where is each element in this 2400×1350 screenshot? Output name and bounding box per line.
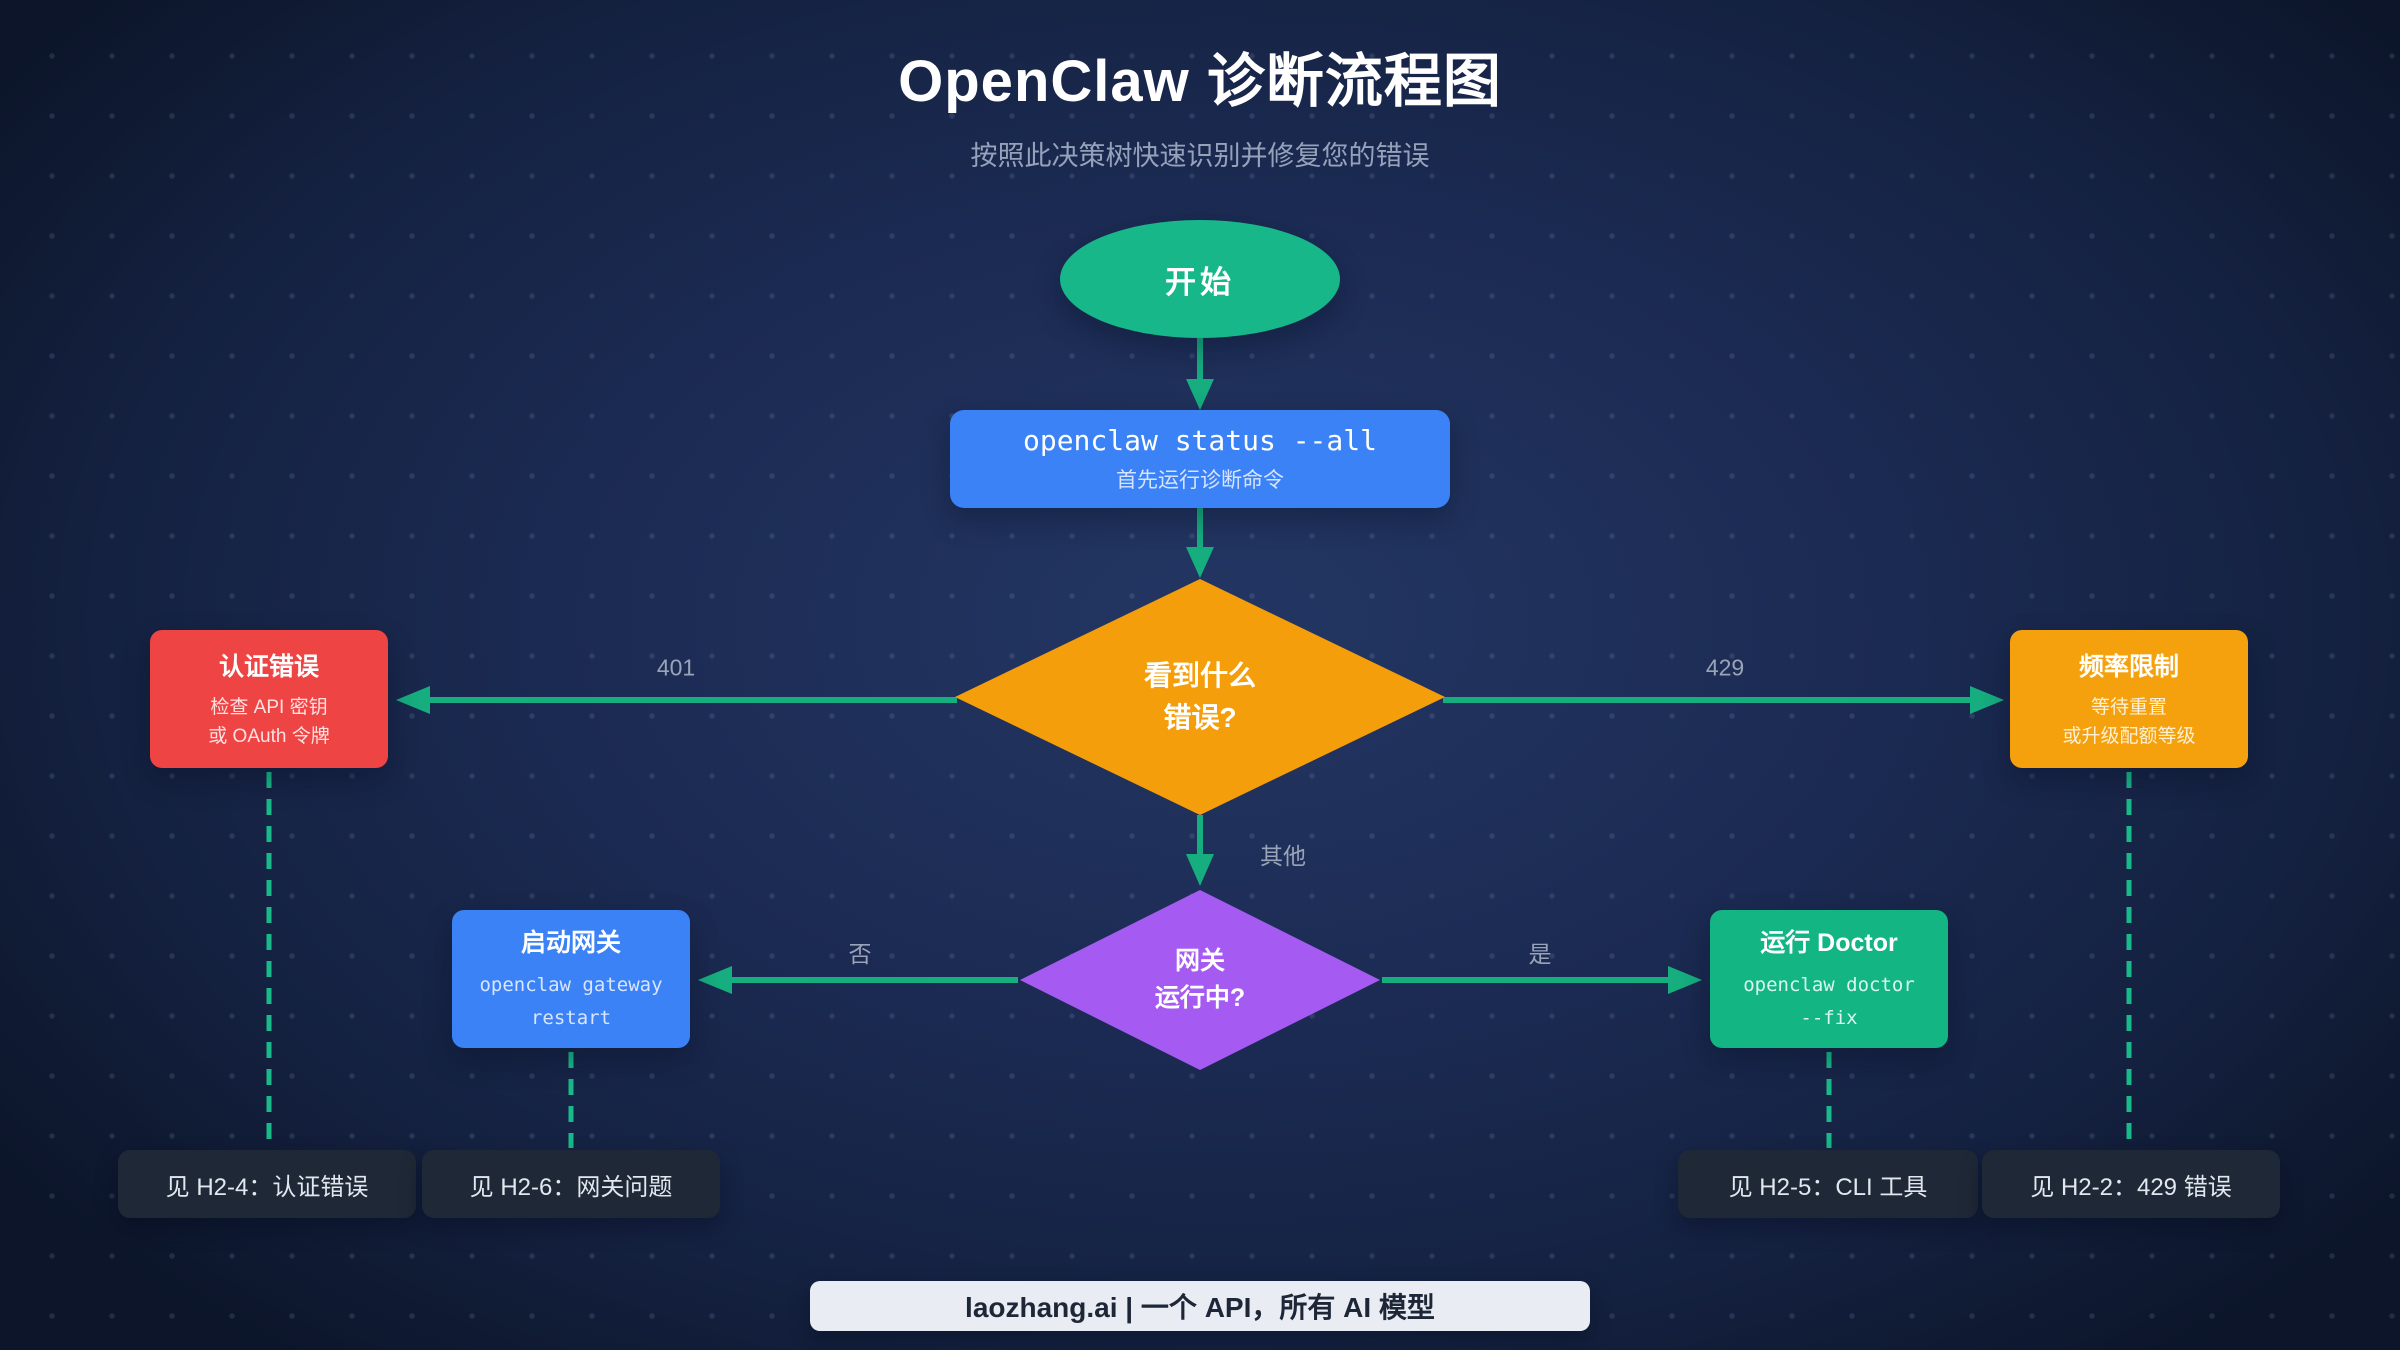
run-doctor-title: 运行 Doctor: [1760, 928, 1898, 957]
reference-cli-tools[interactable]: 见 H2-5：CLI 工具: [1678, 1150, 1978, 1218]
start-gateway-title: 启动网关: [520, 928, 621, 957]
edge-label-yes: 是: [1528, 941, 1552, 967]
reference-gateway-issues-label: 见 H2-6：网关问题: [469, 1173, 673, 1201]
edge-label-other: 其他: [1260, 843, 1306, 869]
auth-error-detail: 检查 API 密钥 或 OAuth 令牌: [208, 696, 330, 747]
gateway-decision-line2: 运行中?: [1154, 984, 1246, 1012]
start-gateway-command: openclaw gateway restart: [479, 973, 663, 1029]
reference-429-errors-label: 见 H2-2：429 错误: [2030, 1173, 2232, 1201]
edge-label-no: 否: [848, 941, 872, 967]
node-start: 开始: [1060, 220, 1340, 338]
gateway-decision-line1: 网关: [1174, 946, 1225, 975]
edge-other-to-gateway-decision: [1186, 815, 1214, 886]
node-status-command: openclaw status --all 首先运行诊断命令: [950, 410, 1450, 508]
edge-no-to-start-gateway: [698, 966, 1018, 994]
error-decision-line2: 错误?: [1163, 702, 1237, 733]
reference-cli-tools-label: 见 H2-5：CLI 工具: [1728, 1173, 1928, 1201]
reference-gateway-issues[interactable]: 见 H2-6：网关问题: [422, 1150, 720, 1218]
node-auth-error: 认证错误 检查 API 密钥 或 OAuth 令牌: [150, 630, 388, 768]
edge-start-to-status: [1186, 338, 1214, 410]
status-command-text: openclaw status --all: [1022, 424, 1377, 457]
rate-limit-title: 频率限制: [2078, 652, 2179, 681]
status-command-caption: 首先运行诊断命令: [1116, 469, 1284, 492]
reference-auth-errors-label: 见 H2-4：认证错误: [165, 1173, 369, 1201]
node-start-label: 开始: [1165, 264, 1235, 300]
node-run-doctor: 运行 Doctor openclaw doctor --fix: [1710, 910, 1948, 1048]
run-doctor-command: openclaw doctor --fix: [1743, 973, 1915, 1029]
reference-429-errors[interactable]: 见 H2-2：429 错误: [1982, 1150, 2280, 1218]
page-subtitle: 按照此决策树快速识别并修复您的错误: [970, 141, 1430, 171]
reference-auth-errors[interactable]: 见 H2-4：认证错误: [118, 1150, 416, 1218]
page-title: OpenClaw 诊断流程图: [898, 49, 1502, 114]
auth-error-title: 认证错误: [218, 652, 319, 681]
edge-401-to-auth: [396, 686, 957, 714]
rate-limit-detail: 等待重置 或升级配额等级: [2062, 696, 2196, 747]
edge-label-401: 401: [656, 654, 696, 681]
footer-brand-text: laozhang.ai | 一个 API，所有 AI 模型: [965, 1292, 1435, 1323]
node-start-gateway: 启动网关 openclaw gateway restart: [452, 910, 690, 1048]
footer-brand-badge[interactable]: laozhang.ai | 一个 API，所有 AI 模型: [810, 1281, 1590, 1331]
edge-status-to-error-decision: [1186, 508, 1214, 578]
edge-label-429: 429: [1705, 654, 1745, 681]
edge-yes-to-run-doctor: [1382, 966, 1702, 994]
node-rate-limit: 频率限制 等待重置 或升级配额等级: [2010, 630, 2248, 768]
edge-429-to-rate: [1443, 686, 2004, 714]
error-decision-line1: 看到什么: [1143, 660, 1256, 691]
